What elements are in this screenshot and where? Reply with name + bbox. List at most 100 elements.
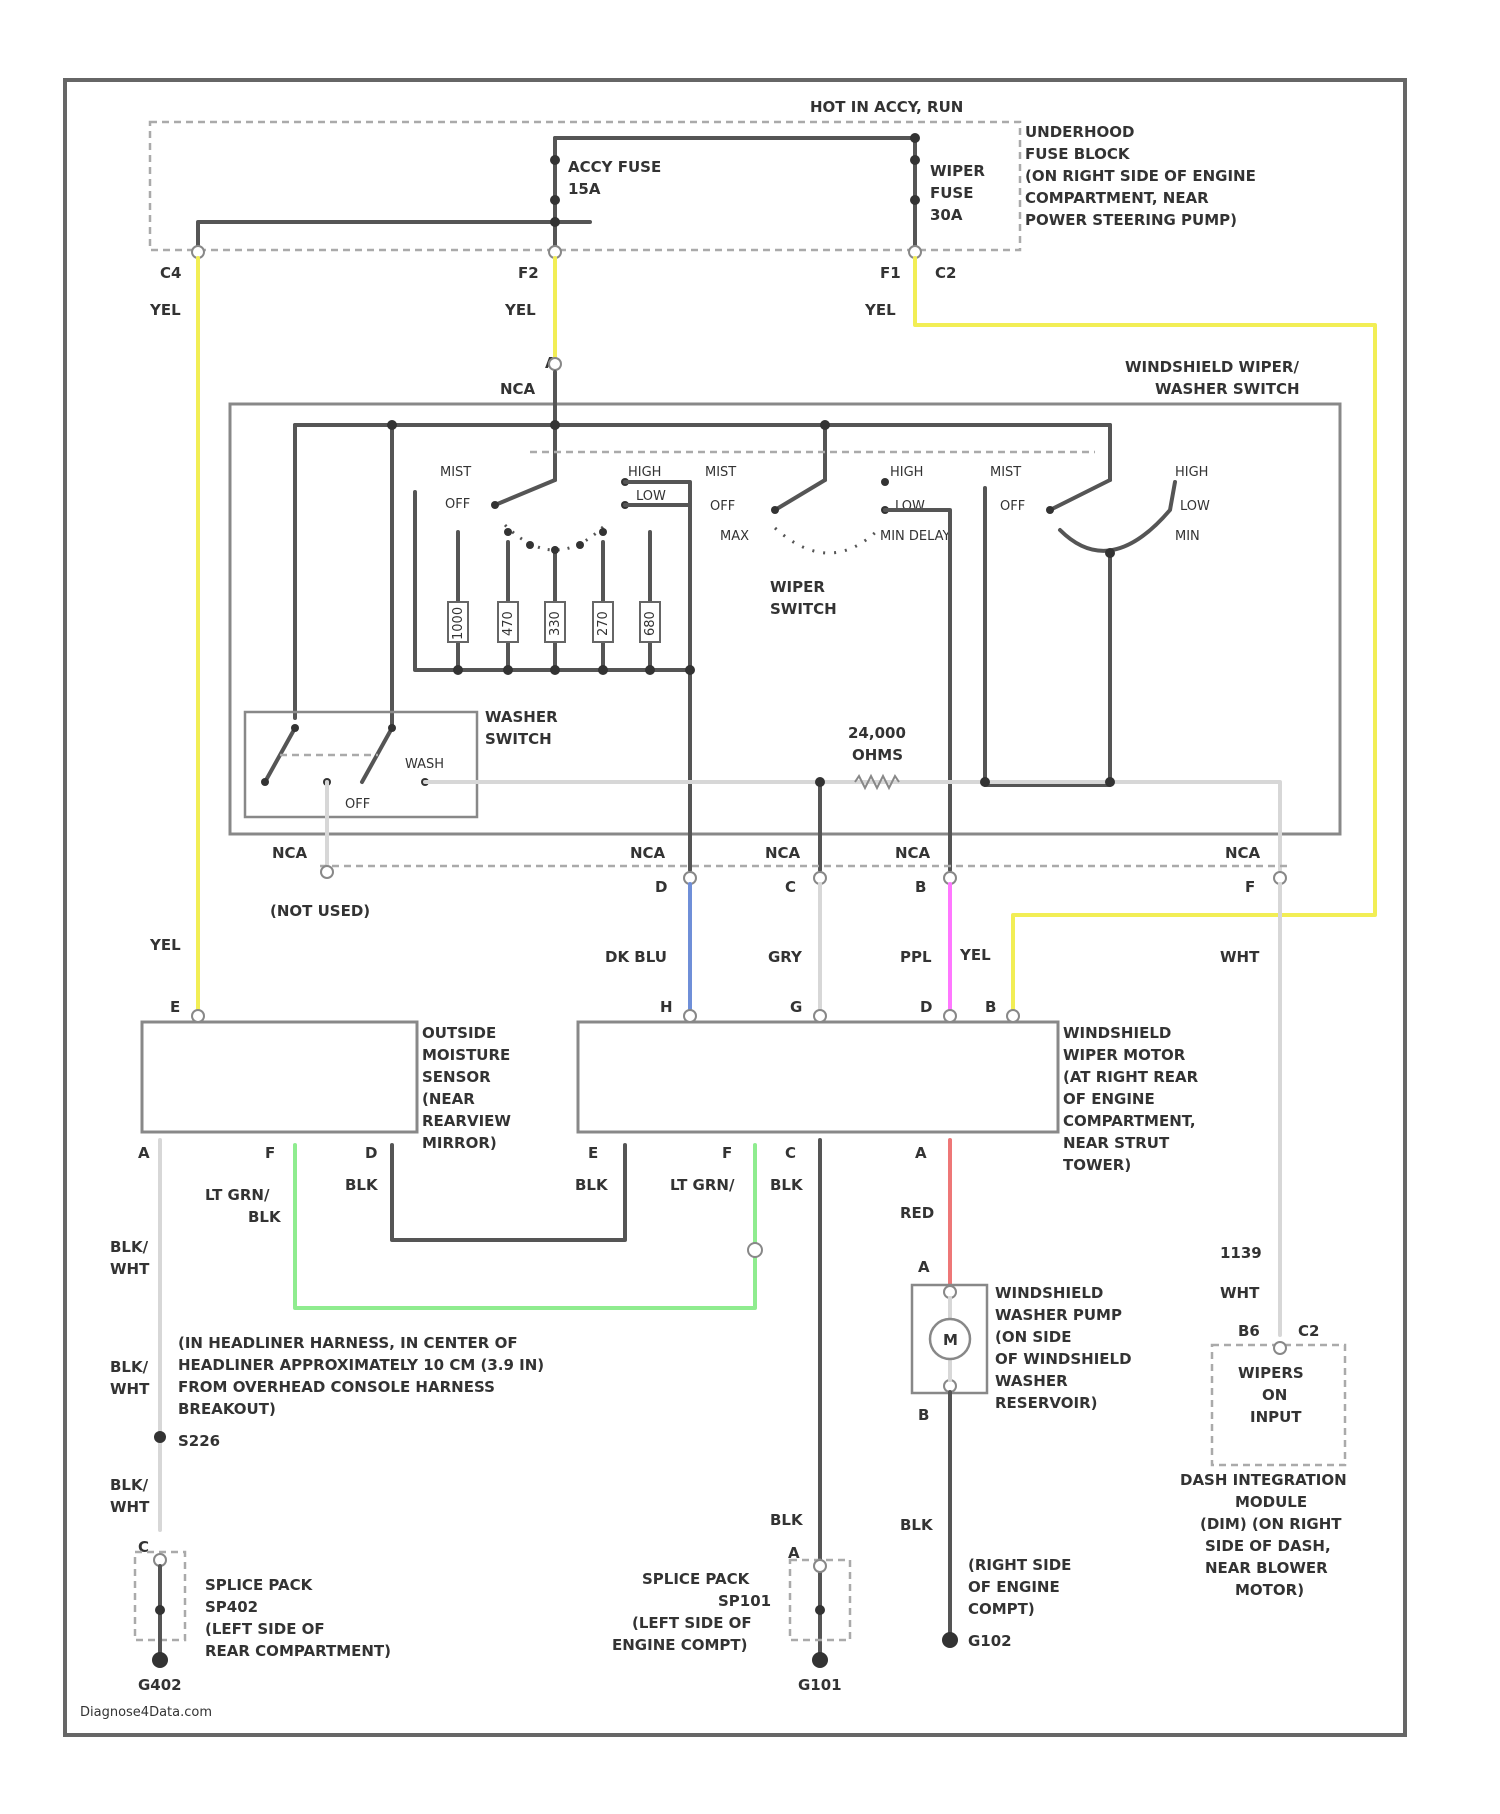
pos-off-3: OFF	[1000, 499, 1025, 514]
pump-label-3: (ON SIDE	[995, 1328, 1071, 1346]
wiper-fuse-label-1: WIPER	[930, 162, 985, 180]
bus-node-1	[387, 420, 397, 430]
lt-grn-label-2: LT GRN/	[670, 1176, 735, 1194]
lt-grn-inline-connector	[748, 1243, 762, 1257]
right-arc-node-2	[1105, 777, 1115, 787]
switch-housing	[230, 404, 1340, 834]
motor-pin-c: C	[785, 1144, 796, 1162]
wiper-fuse-node	[910, 195, 920, 205]
pump-motor-symbol: M	[943, 1331, 958, 1349]
bus-node	[910, 133, 920, 143]
pos-mist-1: MIST	[440, 465, 471, 480]
switch-nca-top: NCA	[500, 380, 536, 398]
right-section-wire	[985, 488, 1110, 785]
s226-note-3: FROM OVERHEAD CONSOLE HARNESS	[178, 1378, 495, 1396]
bus-node-2	[550, 420, 560, 430]
switch-title-2: WASHER SWITCH	[1155, 380, 1300, 398]
pos-min: MIN	[1175, 529, 1200, 544]
switch-pin-b: B	[915, 878, 926, 896]
wiper-washer-switch: WINDSHIELD WIPER/ WASHER SWITCH A NCA MI…	[230, 354, 1340, 920]
resistor-24000-label-2: OHMS	[852, 746, 903, 764]
pos-min-delay: MIN DELAY	[880, 529, 951, 544]
wiper-fuse-label-2: FUSE	[930, 184, 973, 202]
motor-pin-h-terminal	[684, 1010, 696, 1022]
wiper-switch-label-2: SWITCH	[770, 600, 837, 618]
sensor-box	[142, 1022, 417, 1132]
blk-wht-label-3a: BLK/	[110, 1476, 149, 1494]
washer-switch-label-2: SWITCH	[485, 730, 552, 748]
motor-label-3: (AT RIGHT REAR	[1063, 1068, 1199, 1086]
switch-pin-d: D	[655, 878, 667, 896]
switch-title-1: WINDSHIELD WIPER/	[1125, 358, 1299, 376]
c4-feed	[198, 222, 590, 248]
delay-contact-4	[576, 541, 584, 549]
resistor-24000-label-1: 24,000	[848, 724, 906, 742]
motor-label-1: WINDSHIELD	[1063, 1024, 1171, 1042]
pump-label-2: WASHER PUMP	[995, 1306, 1122, 1324]
blk-wht-label-2b: WHT	[110, 1380, 150, 1398]
pos-off-1: OFF	[445, 497, 470, 512]
motor-pin-b-terminal	[1007, 1010, 1019, 1022]
dim-wire-num: 1139	[1220, 1244, 1262, 1262]
dim-label-2: MODULE	[1235, 1493, 1307, 1511]
dk-blu-label: DK BLU	[605, 948, 667, 966]
windshield-washer-pump: A M B WINDSHIELD WASHER PUMP (ON SIDE OF…	[912, 1258, 1132, 1424]
g102-label: G102	[968, 1632, 1012, 1650]
accy-fuse-label-2: 15A	[568, 180, 601, 198]
delay-node-2	[503, 665, 513, 675]
nca-3: NCA	[765, 844, 801, 862]
motor-pin-g-terminal	[814, 1010, 826, 1022]
accy-fuse-node	[550, 195, 560, 205]
pos-low-1: LOW	[636, 489, 666, 504]
washer-off-label: OFF	[345, 797, 370, 812]
sp101-label-1: SPLICE PACK	[642, 1570, 751, 1588]
delay-node-6	[685, 665, 695, 675]
yel-label-3: YEL	[504, 301, 536, 319]
sp402-node	[155, 1605, 165, 1615]
motor-box	[578, 1022, 1058, 1132]
accy-fuse-node-2	[550, 217, 560, 227]
delay-node-4	[598, 665, 608, 675]
lt-grn-blk-wire	[295, 1145, 755, 1308]
g402-label: G402	[138, 1676, 182, 1694]
washer-switch-label-1: WASHER	[485, 708, 558, 726]
bus-node-3	[820, 420, 830, 430]
wiper-fuse-label-3: 30A	[930, 206, 963, 224]
s226-note-1: (IN HEADLINER HARNESS, IN CENTER OF	[178, 1334, 518, 1352]
pump-pin-a: A	[918, 1258, 930, 1276]
motor-label-5: COMPARTMENT,	[1063, 1112, 1196, 1130]
washer-contact-2	[388, 724, 396, 732]
left-high-low-wire	[625, 482, 690, 870]
wht-label-2: WHT	[1220, 1284, 1260, 1302]
washer-wash-label: WASH	[405, 757, 444, 772]
motor-label-2: WIPER MOTOR	[1063, 1046, 1186, 1064]
s226-label: S226	[178, 1432, 220, 1450]
dim-pin-c2: C2	[1298, 1322, 1319, 1340]
g101-label: G101	[798, 1676, 842, 1694]
wash-output-wire	[425, 782, 1280, 870]
switch-pin-f: F	[1245, 878, 1255, 896]
right-switch-arm	[1050, 480, 1110, 510]
blk-label-4: BLK	[770, 1511, 804, 1529]
sp402-label-2: SP402	[205, 1598, 258, 1616]
dim-pin-b6: B6	[1238, 1322, 1260, 1340]
wiper-switch-arm	[775, 480, 825, 510]
ground-g101-icon	[812, 1652, 828, 1668]
blk-wht-label-1b: WHT	[110, 1260, 150, 1278]
ground-g402-icon	[152, 1652, 168, 1668]
pos-high-2: HIGH	[890, 465, 923, 480]
sp101-label-2: SP101	[718, 1592, 771, 1610]
resistor-1-value: 1000	[451, 607, 466, 640]
motor-pin-d: D	[920, 998, 932, 1016]
sp402-label-4: REAR COMPARTMENT)	[205, 1642, 391, 1660]
sp101-terminal	[814, 1560, 826, 1572]
dim-label-3: (DIM) (ON RIGHT	[1200, 1515, 1342, 1533]
ground-g102: G102 (RIGHT SIDE OF ENGINE COMPT)	[942, 1556, 1071, 1650]
g102-note-2: OF ENGINE	[968, 1578, 1060, 1596]
blk-label-2: BLK	[575, 1176, 609, 1194]
dim-label-5: NEAR BLOWER	[1205, 1559, 1328, 1577]
blk-wht-label-1a: BLK/	[110, 1238, 149, 1256]
motor-pin-f: F	[722, 1144, 732, 1162]
motor-pin-h: H	[660, 998, 673, 1016]
pump-label-1: WINDSHIELD	[995, 1284, 1103, 1302]
